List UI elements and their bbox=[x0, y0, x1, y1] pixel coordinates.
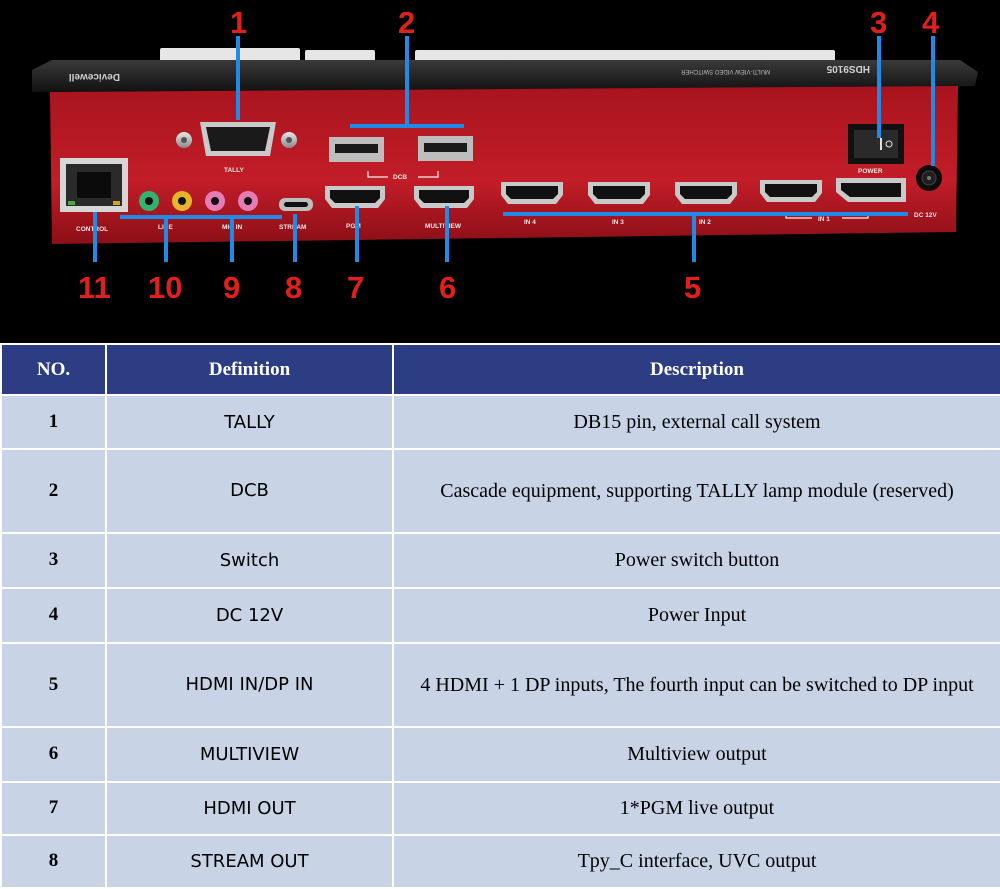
cell-no: 1 bbox=[0, 393, 107, 451]
label-power: POWER bbox=[858, 168, 883, 175]
label-dc12v: DC 12V bbox=[914, 212, 937, 219]
table-row: 6 MULTIVIEW Multiview output bbox=[0, 725, 1000, 783]
cell-no: 2 bbox=[0, 448, 107, 534]
table-row: 1 TALLY DB15 pin, external call system bbox=[0, 393, 1000, 451]
label-in3: IN 3 bbox=[612, 219, 624, 226]
cell-definition: HDMI OUT bbox=[105, 780, 394, 836]
cell-definition: TALLY bbox=[105, 393, 394, 451]
table-row: 5 HDMI IN/DP IN 4 HDMI + 1 DP inputs, Th… bbox=[0, 642, 1000, 728]
cell-description: Cascade equipment, supporting TALLY lamp… bbox=[392, 448, 1000, 534]
callout-9: 9 bbox=[223, 270, 240, 305]
cell-no: 3 bbox=[0, 531, 107, 589]
cell-no: 4 bbox=[0, 586, 107, 645]
hdmi-ports bbox=[325, 180, 822, 208]
port-definition-table: NO. Definition Description 1 TALLY DB15 … bbox=[0, 343, 1000, 889]
label-in2: IN 2 bbox=[699, 219, 711, 226]
power-switch bbox=[848, 124, 904, 164]
cell-definition: DCB bbox=[105, 448, 394, 534]
cell-description: Power Input bbox=[392, 586, 1000, 645]
cell-description: 1*PGM live output bbox=[392, 780, 1000, 836]
cell-definition: MULTIVIEW bbox=[105, 725, 394, 783]
callout-2: 2 bbox=[398, 5, 415, 40]
cell-no: 8 bbox=[0, 833, 107, 889]
label-tally: TALLY bbox=[224, 167, 245, 174]
callout-3: 3 bbox=[870, 5, 887, 40]
cell-no: 6 bbox=[0, 725, 107, 783]
cell-description: Multiview output bbox=[392, 725, 1000, 783]
label-in1: IN 1 bbox=[818, 216, 830, 223]
dc-12v-jack bbox=[916, 165, 942, 191]
label-stream: STREAM bbox=[279, 224, 306, 231]
callout-10: 10 bbox=[148, 270, 182, 305]
device-rear-panel-photo: Devicewell HDS9105 MULTI-VIEW VIDEO SWIT… bbox=[0, 0, 1000, 338]
brand-text: Devicewell bbox=[69, 71, 120, 82]
cell-description: Tpy_C interface, UVC output bbox=[392, 833, 1000, 889]
model-text: HDS9105 bbox=[826, 63, 870, 74]
table-row: 4 DC 12V Power Input bbox=[0, 586, 1000, 645]
cell-definition: HDMI IN/DP IN bbox=[105, 642, 394, 728]
leader-lines bbox=[93, 36, 935, 262]
audio-jacks bbox=[139, 191, 258, 211]
callout-11: 11 bbox=[78, 270, 111, 305]
label-in4: IN 4 bbox=[524, 219, 536, 226]
table-header-row: NO. Definition Description bbox=[0, 343, 1000, 396]
displayport-port bbox=[836, 178, 906, 202]
cell-description: DB15 pin, external call system bbox=[392, 393, 1000, 451]
cell-no: 7 bbox=[0, 780, 107, 836]
cell-definition: Switch bbox=[105, 531, 394, 589]
callout-6: 6 bbox=[439, 270, 456, 305]
table-row: 7 HDMI OUT 1*PGM live output bbox=[0, 780, 1000, 836]
callout-8: 8 bbox=[285, 270, 302, 305]
cell-definition: STREAM OUT bbox=[105, 833, 394, 889]
table-row: 3 Switch Power switch button bbox=[0, 531, 1000, 589]
callout-4: 4 bbox=[922, 5, 940, 40]
red-rear-panel bbox=[50, 86, 958, 244]
cell-definition: DC 12V bbox=[105, 586, 394, 645]
cell-description: 4 HDMI + 1 DP inputs, The fourth input c… bbox=[392, 642, 1000, 728]
usb-dcb-ports bbox=[329, 136, 473, 162]
top-case bbox=[32, 60, 978, 92]
usb-c-stream-port bbox=[279, 198, 313, 211]
label-pgm: PGM bbox=[346, 223, 361, 230]
db15-tally-port bbox=[176, 122, 297, 156]
table-row: 8 STREAM OUT Tpy_C interface, UVC output bbox=[0, 833, 1000, 889]
rj45-control-port bbox=[60, 158, 128, 212]
header-no: NO. bbox=[0, 343, 107, 396]
label-control: CONTROL bbox=[76, 226, 108, 233]
header-description: Description bbox=[392, 343, 1000, 396]
callout-1: 1 bbox=[230, 5, 247, 40]
cell-description: Power switch button bbox=[392, 531, 1000, 589]
table-row: 2 DCB Cascade equipment, supporting TALL… bbox=[0, 448, 1000, 534]
model-subtext: MULTI-VIEW VIDEO SWITCHER bbox=[680, 68, 770, 74]
callout-7: 7 bbox=[347, 270, 364, 305]
header-definition: Definition bbox=[105, 343, 394, 396]
label-dcb: DCB bbox=[393, 174, 407, 181]
cell-no: 5 bbox=[0, 642, 107, 728]
label-multiview: MULTIVIEW bbox=[425, 223, 462, 230]
callout-5: 5 bbox=[684, 270, 701, 305]
